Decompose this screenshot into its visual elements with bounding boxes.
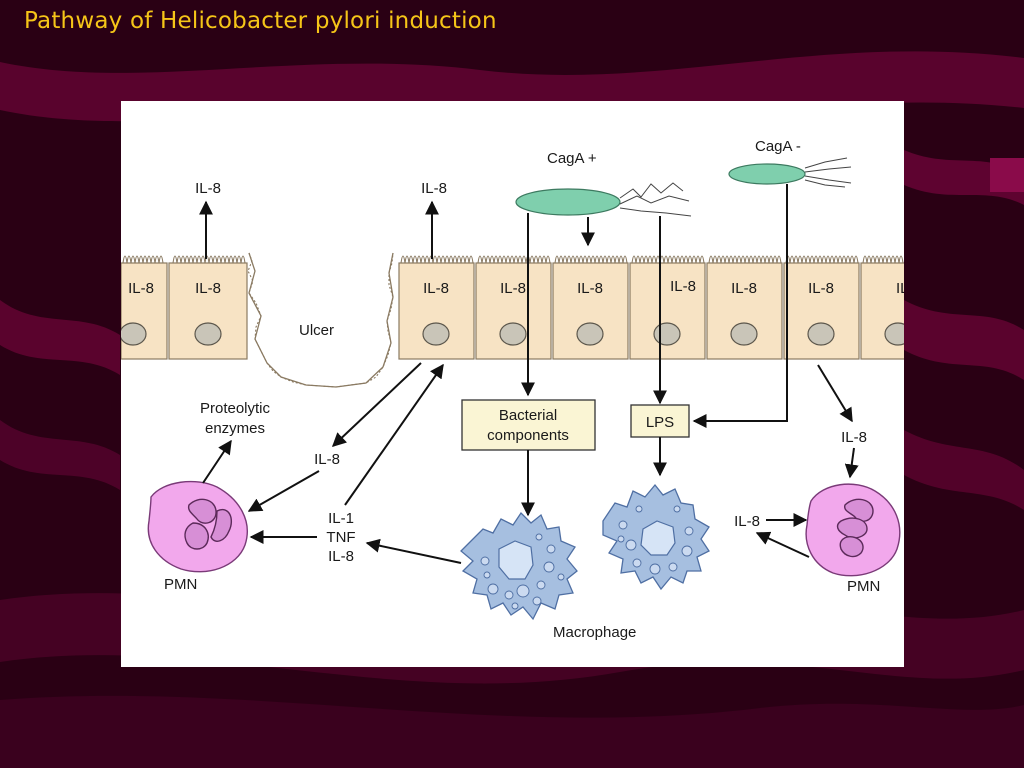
proteolytic-line2: enzymes xyxy=(205,420,265,437)
epithelial-cell xyxy=(629,255,706,360)
cell-il8-label: IL-8 xyxy=(195,280,221,297)
arrow-cell-to-il8 xyxy=(331,362,422,447)
cell-il8-label: IL-8 xyxy=(577,280,603,297)
caga-minus-label: CagA - xyxy=(755,138,801,155)
arrow-pmn-to-il8-side xyxy=(755,531,810,558)
ulcer-label: Ulcer xyxy=(299,322,334,339)
figure-panel: IL-8 IL-8 IL-8 IL-8 IL-8 IL-8 IL-8 IL-8 … xyxy=(121,101,904,667)
caga-plus-label: CagA + xyxy=(547,150,597,167)
lps-label: LPS xyxy=(646,414,674,431)
arrow-caga-minus-to-lps xyxy=(692,184,788,428)
cell-il8-label: IL-8 xyxy=(128,280,154,297)
il8-mid-left-label: IL-8 xyxy=(314,451,340,468)
epithelial-cell xyxy=(121,255,168,360)
arrow-cytokines-to-cell xyxy=(344,363,444,506)
il8-cytokine-label: IL-8 xyxy=(328,548,354,565)
tnf-label: TNF xyxy=(326,529,355,546)
epithelial-cell xyxy=(398,255,475,360)
proteolytic-line1: Proteolytic xyxy=(200,400,271,417)
il8-right-down-label: IL-8 xyxy=(841,429,867,446)
arrow-il8-to-pmn xyxy=(247,470,320,512)
bacterial-components-line2: components xyxy=(487,427,569,444)
pmn-right-label: PMN xyxy=(847,578,880,595)
caga-minus-bacterium xyxy=(728,157,852,188)
cell-il8-label: IL-8 xyxy=(423,280,449,297)
il8-top-mid-label: IL-8 xyxy=(421,180,447,197)
il8-right-side-label: IL-8 xyxy=(734,513,760,530)
macrophage-label: Macrophage xyxy=(553,624,636,641)
arrow-pmn-to-enzymes xyxy=(202,439,232,484)
cell-il8-label: IL-8 xyxy=(731,280,757,297)
il1-label: IL-1 xyxy=(328,510,354,527)
pathway-diagram: IL-8 IL-8 IL-8 IL-8 IL-8 IL-8 IL-8 IL-8 … xyxy=(121,138,904,641)
slide-title: Pathway of Helicobacter pylori induction xyxy=(24,8,497,34)
epithelial-cell xyxy=(475,255,552,360)
cell-il8-label: IL-8 xyxy=(670,278,696,295)
il8-top-left-label: IL-8 xyxy=(195,180,221,197)
bacterial-components-line1: Bacterial xyxy=(499,407,557,424)
epithelial-cell xyxy=(552,255,629,360)
macrophage-center xyxy=(460,511,578,621)
pmn-right-cell xyxy=(805,483,901,577)
epithelium xyxy=(121,252,904,388)
lps-box: LPS xyxy=(630,404,690,438)
epithelial-cell xyxy=(706,255,783,360)
epithelial-cell xyxy=(168,255,248,360)
arrow-cell-to-il8-right xyxy=(817,364,853,423)
cell-il8-label: IL-8 xyxy=(896,280,904,297)
cell-il8-label: IL-8 xyxy=(500,280,526,297)
epithelial-cell xyxy=(783,255,860,360)
pmn-left-label: PMN xyxy=(164,576,197,593)
arrow-il8-to-pmn-right xyxy=(844,447,859,479)
bacterial-components-box: Bacterial components xyxy=(461,399,596,451)
pmn-left-cell xyxy=(147,480,248,573)
macrophage-right xyxy=(602,483,710,591)
cell-il8-label: IL-8 xyxy=(808,280,834,297)
epithelial-cell xyxy=(860,255,904,360)
arrow-macrophage-to-cytokines xyxy=(365,538,462,564)
caga-plus-bacterium xyxy=(515,182,692,217)
